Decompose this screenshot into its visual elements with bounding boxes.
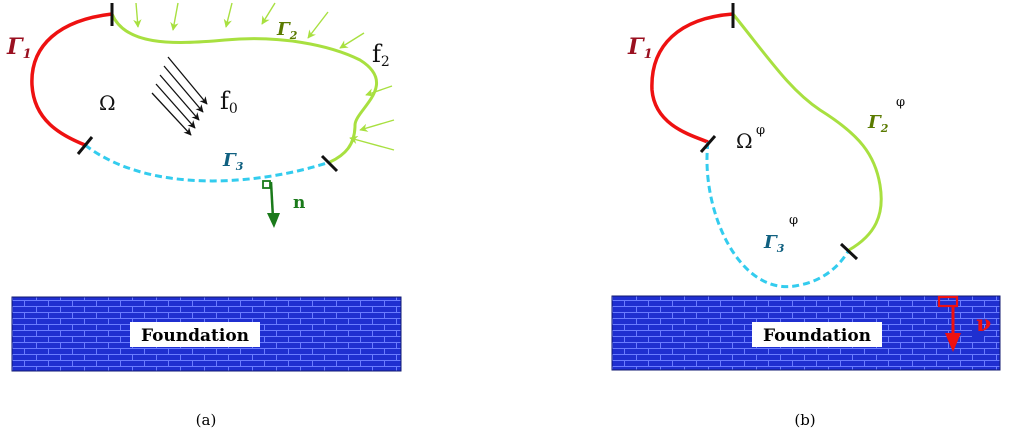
normal-vector [262, 180, 280, 228]
foundation-label-box [130, 322, 260, 347]
gamma3-label: Γ3 [763, 232, 785, 255]
omega-label: Ω [736, 129, 753, 153]
caption-b: (b) [794, 411, 815, 429]
f2-label: f2 [372, 40, 390, 70]
arrow-down-icon [267, 213, 280, 228]
gamma2-label: Γ2 [276, 19, 298, 42]
caption-a: (a) [196, 411, 217, 429]
foundation-label: Foundation [763, 326, 871, 346]
gamma3-label: Γ3 [222, 150, 244, 173]
junction-mark [320, 154, 339, 173]
gamma1-label: Γ1 [627, 34, 653, 62]
gamma3-boundary [705, 141, 851, 289]
omega-superscript: φ [756, 123, 765, 138]
gamma1-label: Γ1 [6, 34, 32, 62]
body-force-arrows [151, 56, 208, 136]
nu-label: ν [976, 311, 991, 337]
gamma1-boundary [650, 12, 734, 144]
panel-b: Γ1 Γ2 φ Γ3 φ Ω φ Foundation ν (b) [611, 3, 1001, 429]
normal-label: n [293, 193, 305, 213]
gamma2-boundary [110, 13, 378, 164]
junction-mark [839, 242, 859, 261]
gamma3-superscript: φ [789, 213, 798, 228]
arrow-down-icon [945, 333, 961, 352]
foundation-label-box [752, 322, 882, 347]
junction-mark [699, 135, 717, 153]
gamma1-boundary [30, 12, 113, 147]
gamma3-boundary [84, 143, 331, 183]
nu-vector [937, 295, 984, 352]
gamma2-label: Γ2 [867, 112, 889, 135]
traction-arrows [133, 2, 395, 151]
gamma2-boundary [731, 13, 883, 252]
f0-label: f0 [220, 87, 238, 117]
panel-a: Γ1 Γ2 Γ3 Ω f0 f2 n Foundation (a) [6, 2, 402, 429]
foundation-label: Foundation [141, 326, 249, 346]
junction-mark [76, 136, 94, 155]
omega-label: Ω [99, 91, 116, 115]
gamma2-superscript: φ [896, 95, 905, 110]
